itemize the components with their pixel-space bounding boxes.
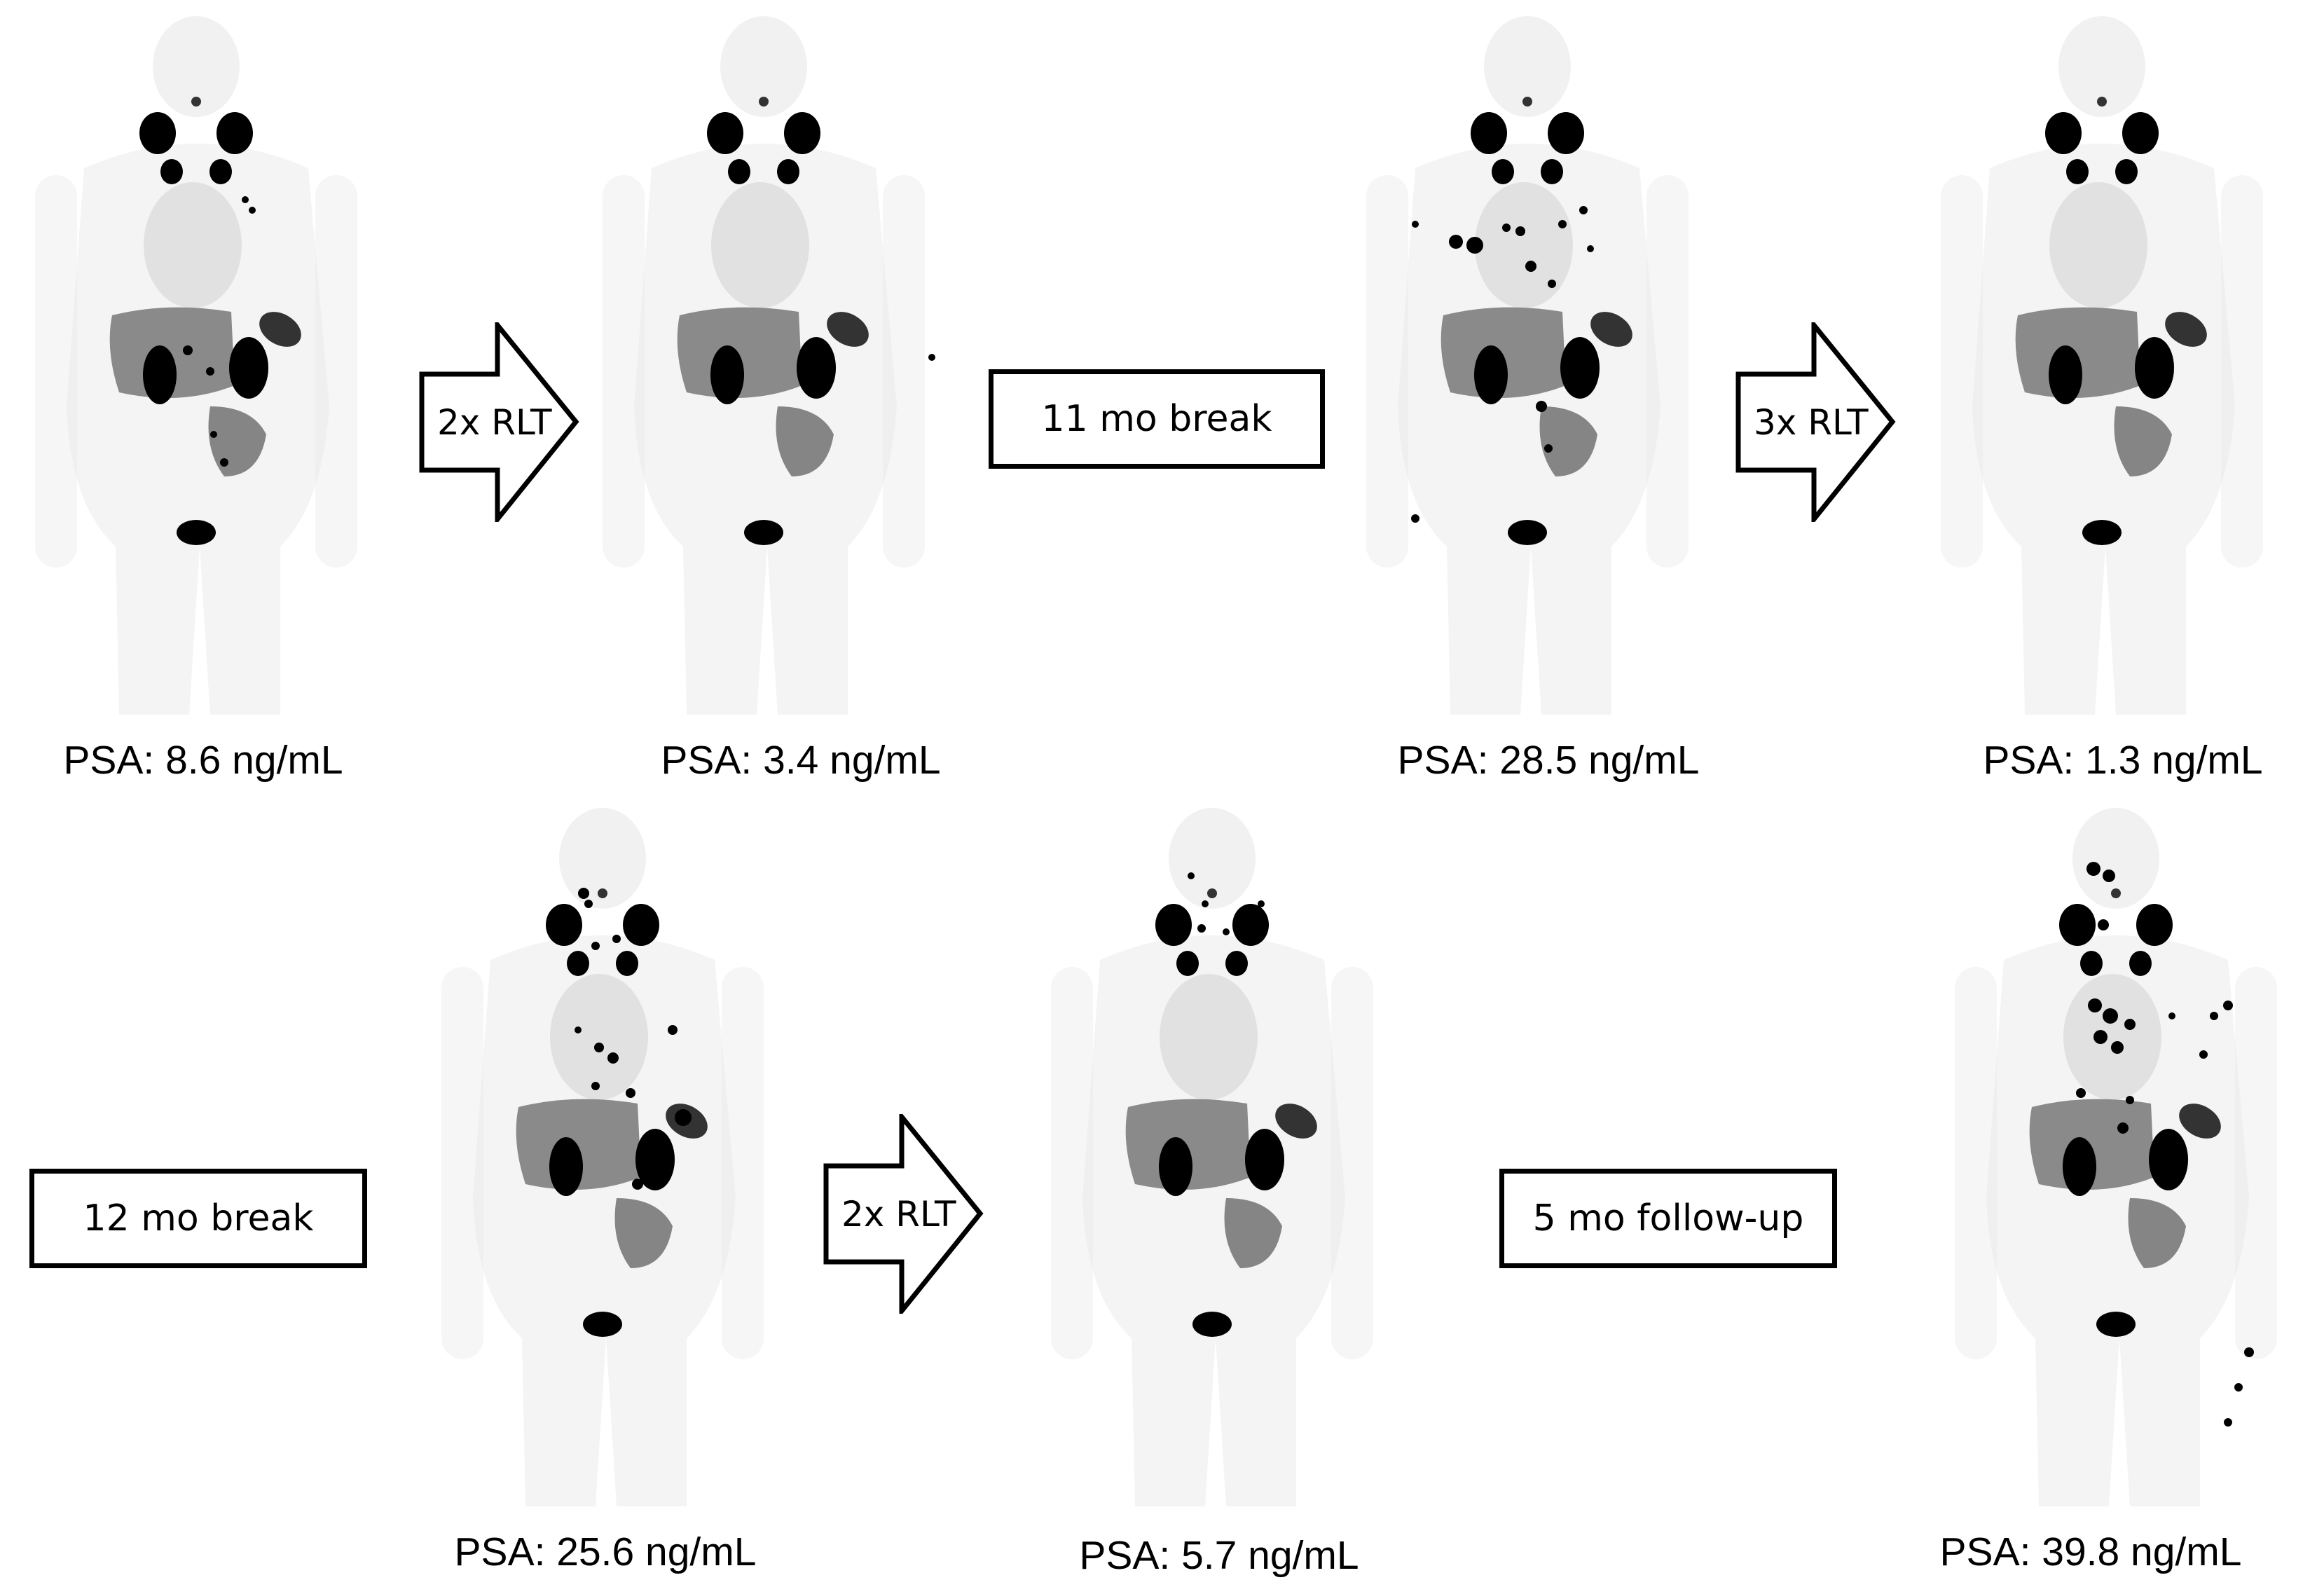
interval-box-3: 5 mo follow-up <box>1499 1169 1837 1268</box>
psa-label-7: PSA: 39.8 ng/mL <box>1939 1530 2242 1574</box>
pet-scan-3 <box>1331 14 1724 722</box>
treatment-arrow-1: 2x RLT <box>419 322 580 522</box>
psa-label-6: PSA: 5.7 ng/mL <box>1079 1533 1359 1578</box>
treatment-arrow-2: 3x RLT <box>1735 322 1897 522</box>
interval-box-1: 11 mo break <box>989 369 1325 469</box>
pet-scan-5 <box>406 806 799 1513</box>
treatment-arrow-2-label: 3x RLT <box>1754 401 1869 443</box>
psa-label-4: PSA: 1.3 ng/mL <box>1983 738 2263 783</box>
pet-scan-2 <box>568 14 960 722</box>
pet-scan-6 <box>1016 806 1408 1513</box>
treatment-arrow-3-label: 2x RLT <box>841 1193 956 1235</box>
interval-box-2: 12 mo break <box>29 1169 367 1268</box>
psa-label-5: PSA: 25.6 ng/mL <box>454 1530 757 1574</box>
pet-scan-1 <box>0 14 392 722</box>
pet-scan-4 <box>1906 14 2298 722</box>
psa-label-3: PSA: 28.5 ng/mL <box>1397 738 1700 783</box>
psa-label-1: PSA: 8.6 ng/mL <box>63 738 343 783</box>
pet-scan-7 <box>1920 806 2312 1513</box>
treatment-arrow-3: 2x RLT <box>823 1114 984 1314</box>
treatment-arrow-1-label: 2x RLT <box>437 401 552 443</box>
psa-label-2: PSA: 3.4 ng/mL <box>661 738 941 783</box>
